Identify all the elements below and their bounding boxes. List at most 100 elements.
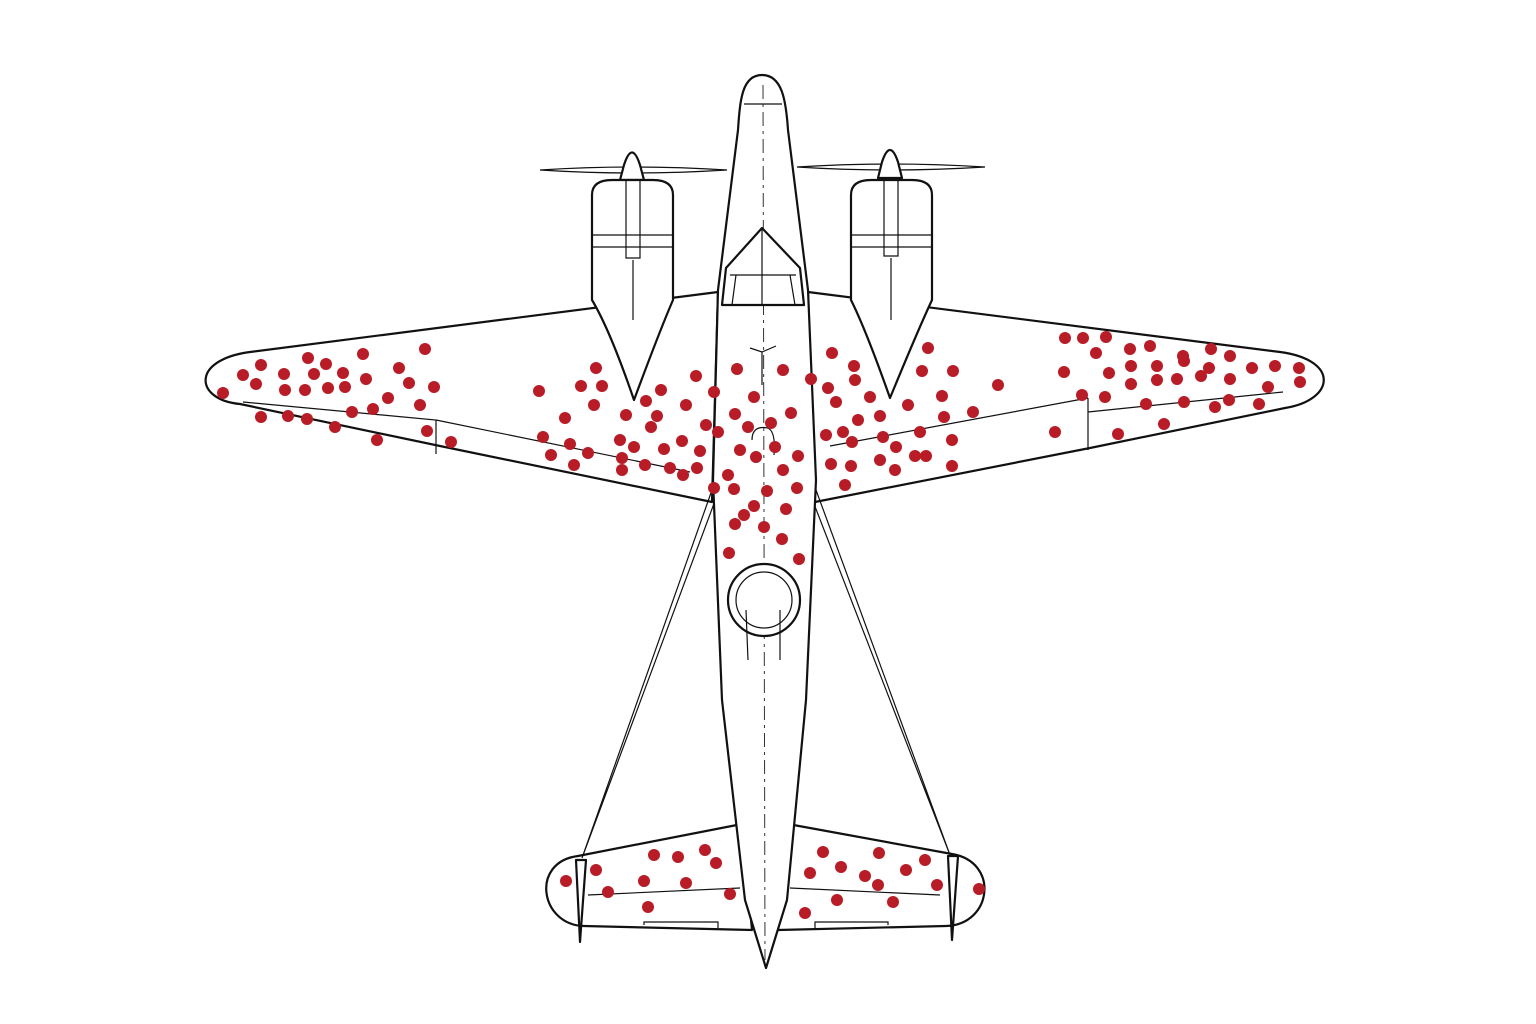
bullet-hit-marker (559, 412, 571, 424)
bullet-hit-marker (680, 877, 692, 889)
bullet-hit-marker (1059, 332, 1071, 344)
bullet-hit-marker (337, 367, 349, 379)
bullet-hit-marker (1171, 373, 1183, 385)
bullet-hit-marker (931, 879, 943, 891)
bullet-hit-marker (676, 435, 688, 447)
bullet-hit-marker (830, 396, 842, 408)
bullet-hit-marker (371, 434, 383, 446)
bullet-hit-marker (299, 384, 311, 396)
bullet-hit-marker (1151, 374, 1163, 386)
bullet-hit-marker (919, 854, 931, 866)
bullet-hit-marker (382, 392, 394, 404)
bullet-hit-marker (590, 362, 602, 374)
bullet-hit-marker (900, 864, 912, 876)
bullet-hit-marker (560, 875, 572, 887)
bullet-hit-marker (822, 382, 834, 394)
bullet-hit-marker (723, 547, 735, 559)
bullet-hit-marker (837, 426, 849, 438)
bullet-hit-marker (699, 844, 711, 856)
bullet-hit-marker (393, 362, 405, 374)
bullet-hit-marker (308, 368, 320, 380)
bullet-hit-marker (848, 360, 860, 372)
bullet-hit-marker (804, 867, 816, 879)
bullet-hit-marker (1269, 360, 1281, 372)
bullet-hit-marker (651, 410, 663, 422)
bullet-hit-marker (776, 533, 788, 545)
bullet-hit-marker (616, 464, 628, 476)
bullet-hit-marker (722, 469, 734, 481)
bullet-hit-marker (845, 460, 857, 472)
bullet-hit-marker (864, 391, 876, 403)
bullet-hit-marker (357, 348, 369, 360)
bullet-hit-marker (1223, 394, 1235, 406)
bullet-hit-marker (1140, 398, 1152, 410)
bullet-hit-marker (1124, 343, 1136, 355)
bullet-hit-marker (748, 500, 760, 512)
bullet-hit-marker (729, 408, 741, 420)
bullet-hit-marker (564, 438, 576, 450)
bullet-hit-marker (255, 411, 267, 423)
bullet-hit-marker (691, 462, 703, 474)
bullet-hit-marker (1151, 360, 1163, 372)
bullet-hit-marker (1224, 350, 1236, 362)
bullet-hit-marker (729, 518, 741, 530)
bullet-hit-marker (533, 385, 545, 397)
right-tailplane (776, 822, 986, 932)
bullet-hit-marker (1178, 396, 1190, 408)
bullet-hit-marker (602, 886, 614, 898)
bullet-hit-marker (1253, 398, 1265, 410)
right-propeller (796, 148, 986, 180)
bullet-hit-marker (1112, 428, 1124, 440)
bullet-hit-marker (568, 459, 580, 471)
bullet-hit-marker (777, 464, 789, 476)
bullet-hit-marker (724, 888, 736, 900)
bullet-hit-marker (873, 847, 885, 859)
bullet-hit-marker (588, 399, 600, 411)
bullet-hit-marker (780, 503, 792, 515)
bullet-hit-marker (690, 370, 702, 382)
bullet-hit-marker (852, 414, 864, 426)
bullet-hit-marker (1103, 367, 1115, 379)
bullet-hit-marker (279, 384, 291, 396)
bullet-hit-marker (1077, 332, 1089, 344)
bullet-hit-marker (642, 901, 654, 913)
bullet-hit-marker (922, 342, 934, 354)
bullet-hit-marker (339, 381, 351, 393)
bullet-hit-marker (1224, 373, 1236, 385)
bullet-hit-marker (302, 352, 314, 364)
bullet-hit-marker (792, 450, 804, 462)
bullet-hit-marker (1203, 362, 1215, 374)
bullet-hit-marker (748, 391, 760, 403)
bullet-hit-marker (920, 450, 932, 462)
bullet-hit-marker (777, 364, 789, 376)
bullet-hit-marker (947, 365, 959, 377)
bullet-hit-marker (1076, 389, 1088, 401)
bullet-hit-marker (799, 907, 811, 919)
bullet-hit-marker (708, 482, 720, 494)
bullet-hit-marker (237, 369, 249, 381)
bullet-hit-marker (826, 347, 838, 359)
bullet-hit-marker (414, 399, 426, 411)
bullet-hit-marker (360, 373, 372, 385)
bullet-hit-marker (859, 870, 871, 882)
bullet-hit-marker (825, 458, 837, 470)
bullet-hit-marker (575, 380, 587, 392)
bullet-hit-marker (936, 390, 948, 402)
bullet-hit-marker (785, 407, 797, 419)
bullet-hit-marker (1049, 426, 1061, 438)
bullet-hit-marker (1125, 360, 1137, 372)
bullet-hit-marker (648, 849, 660, 861)
bullet-hit-marker (645, 421, 657, 433)
bullet-hit-marker (1178, 355, 1190, 367)
bullet-hit-marker (973, 883, 985, 895)
bullet-hit-marker (639, 459, 651, 471)
bullet-hit-marker (1090, 347, 1102, 359)
bullet-hit-marker (765, 417, 777, 429)
bullet-hit-marker (301, 413, 313, 425)
right-wing (806, 290, 1325, 504)
bullet-hit-marker (616, 452, 628, 464)
bullet-hit-marker (946, 434, 958, 446)
bullet-hit-marker (672, 851, 684, 863)
bullet-hit-marker (419, 343, 431, 355)
